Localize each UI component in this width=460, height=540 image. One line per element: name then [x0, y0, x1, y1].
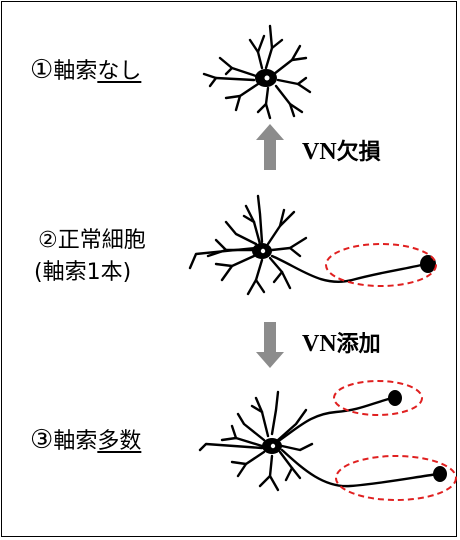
neuron-single-axon: [188, 194, 436, 296]
axon-highlight-upper: [333, 380, 423, 416]
neuron-many-axons: [198, 390, 447, 492]
arrow-down-icon: [256, 322, 284, 368]
arrow-up-icon: [256, 124, 284, 170]
neuron-no-axon: [202, 24, 312, 120]
axon-highlight-lower: [335, 455, 457, 501]
label-vn-addition: VN添加: [302, 331, 381, 357]
label-vn-deficiency: VN欠損: [302, 139, 381, 165]
label-no-axon: ①軸索なし: [30, 55, 142, 85]
label-normal-cell: ②正常細胞: [38, 228, 146, 253]
label-many-axons: ③軸索多数: [30, 425, 142, 455]
label-single-axon: (軸索1本): [34, 260, 132, 285]
axon-highlight-single: [325, 243, 437, 287]
